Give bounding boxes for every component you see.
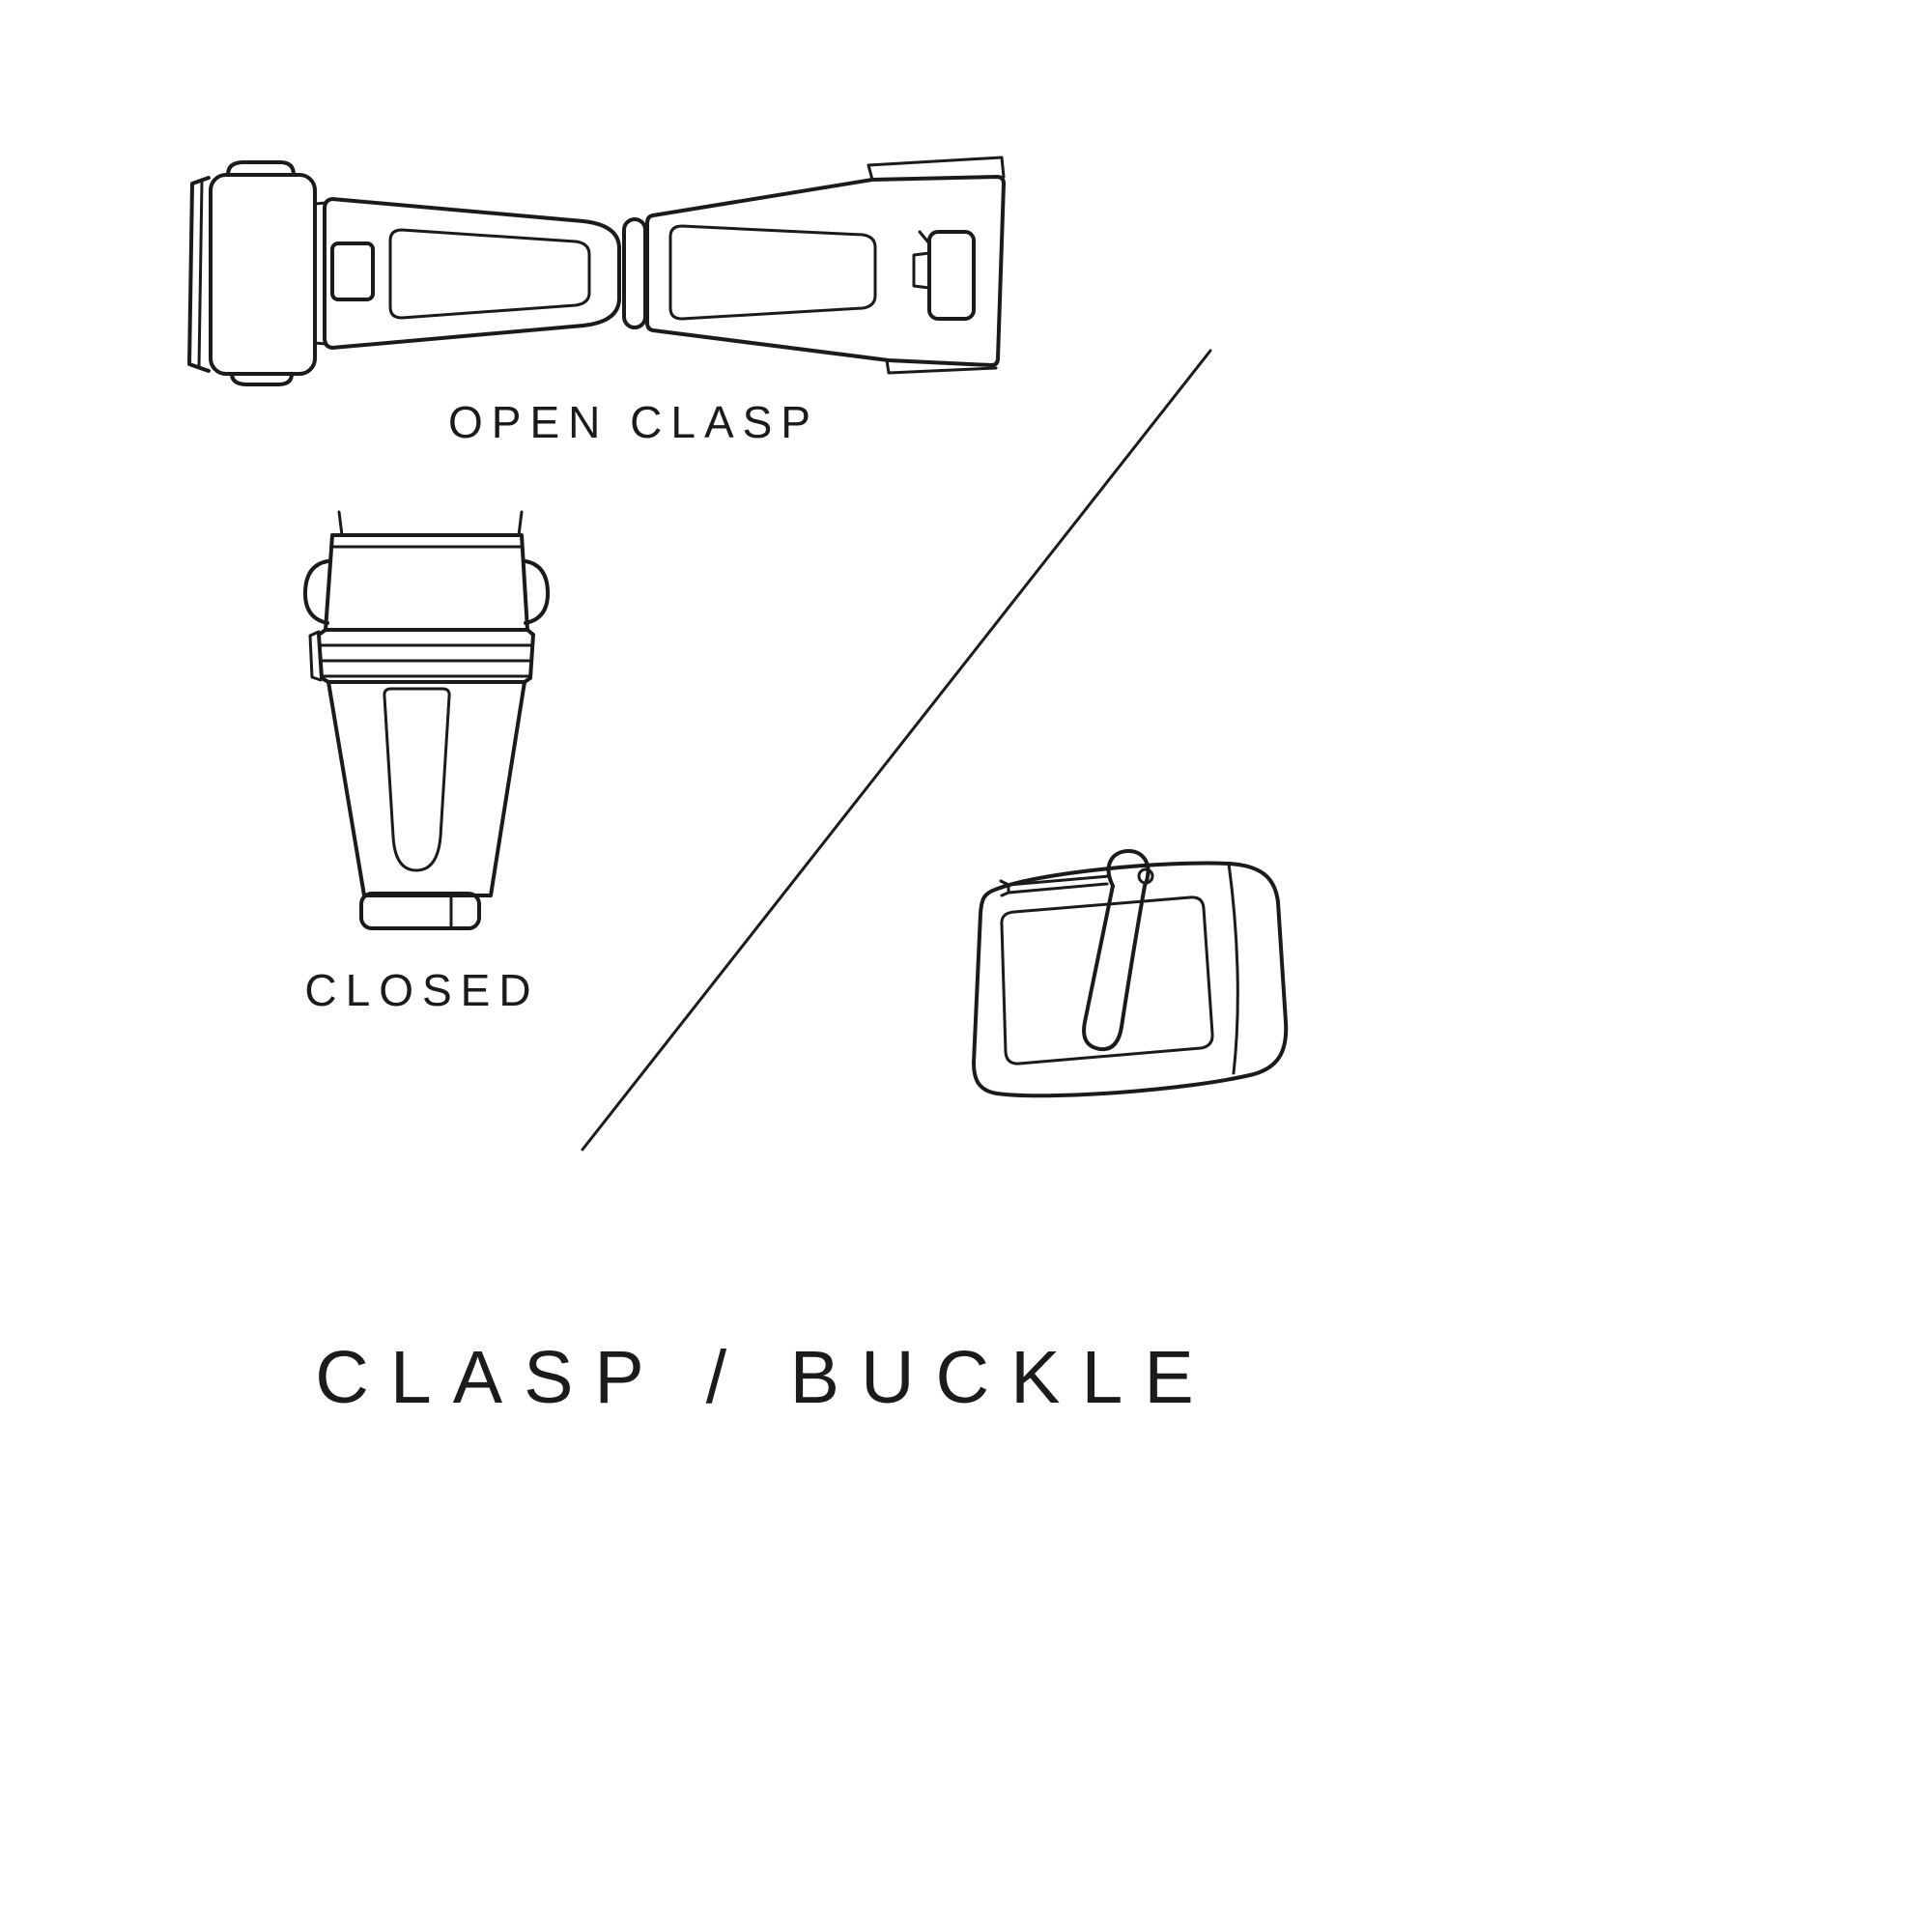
closed-clasp-lower-body (327, 680, 526, 930)
closed-clasp-illustration (302, 510, 551, 930)
closed-clasp-top-block (302, 533, 551, 632)
page-title: CLASP / BUCKLE (315, 1336, 1215, 1419)
buckle-frame (972, 861, 1289, 1098)
open-clasp-left-link (323, 197, 621, 350)
open-clasp-caption: OPEN CLASP (448, 397, 819, 447)
closed-clasp-right-prong (517, 510, 524, 537)
open-clasp-illustration (187, 156, 1006, 386)
diagonal-divider-line (581, 349, 1212, 1151)
open-clasp-right-link (645, 156, 1006, 375)
closed-clasp-band-section (308, 628, 535, 684)
closed-clasp-left-prong (337, 510, 344, 537)
open-clasp-left-endpiece (187, 160, 317, 386)
buckle-illustration (972, 849, 1289, 1098)
buckle-tongue (1082, 849, 1154, 1052)
buckle-pin-bar (999, 874, 1111, 897)
closed-clasp-caption: CLOSED (304, 965, 540, 1015)
open-clasp-hinge (622, 217, 647, 329)
